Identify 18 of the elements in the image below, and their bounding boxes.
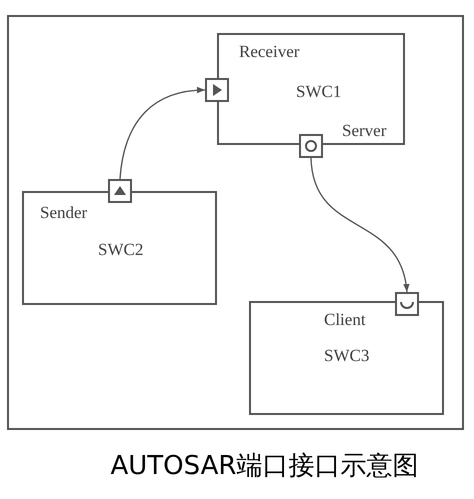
frame [7, 15, 464, 430]
port-label: Server [342, 122, 386, 139]
component-box [249, 301, 444, 415]
port-symbol [395, 292, 419, 316]
port-label: Client [324, 311, 366, 328]
arrow [310, 158, 409, 292]
caption: AUTOSAR端口接口示意图 [109, 450, 420, 483]
port-label: Sender [40, 204, 88, 221]
component-name: SWC2 [98, 241, 144, 258]
component-name: SWC1 [296, 83, 342, 100]
arrow [119, 87, 206, 180]
port-symbol [205, 78, 229, 102]
port-symbol [108, 179, 132, 203]
port-label: Receiver [239, 43, 300, 60]
port-symbol [299, 134, 323, 158]
component-box [22, 191, 217, 305]
component-box [217, 33, 405, 145]
component-name: SWC3 [324, 347, 370, 364]
